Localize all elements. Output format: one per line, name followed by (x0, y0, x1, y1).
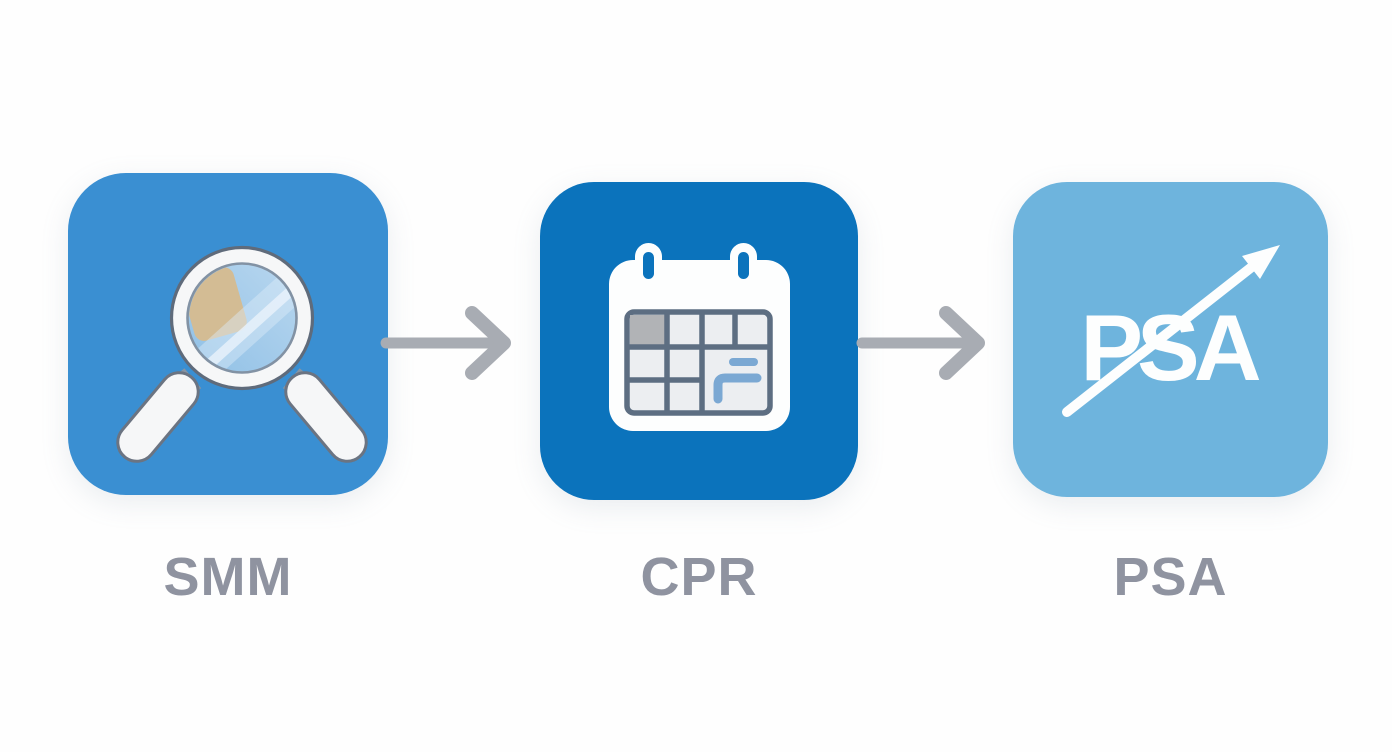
step-tile-cpr (540, 182, 858, 500)
calendar-icon (609, 243, 790, 431)
step-tile-smm (68, 173, 388, 495)
trend-arrow-psa-icon: PSA (1062, 245, 1280, 417)
flow-arrow-1-right-icon (380, 306, 511, 380)
step-label-cpr: CPR (640, 547, 758, 607)
step-tile-psa: PSA (1013, 182, 1328, 497)
magnifier-icon (116, 245, 368, 463)
flow-arrow-2-right-icon (856, 306, 985, 380)
step-label-smm: SMM (163, 547, 293, 607)
step-label-psa: PSA (1113, 547, 1228, 607)
